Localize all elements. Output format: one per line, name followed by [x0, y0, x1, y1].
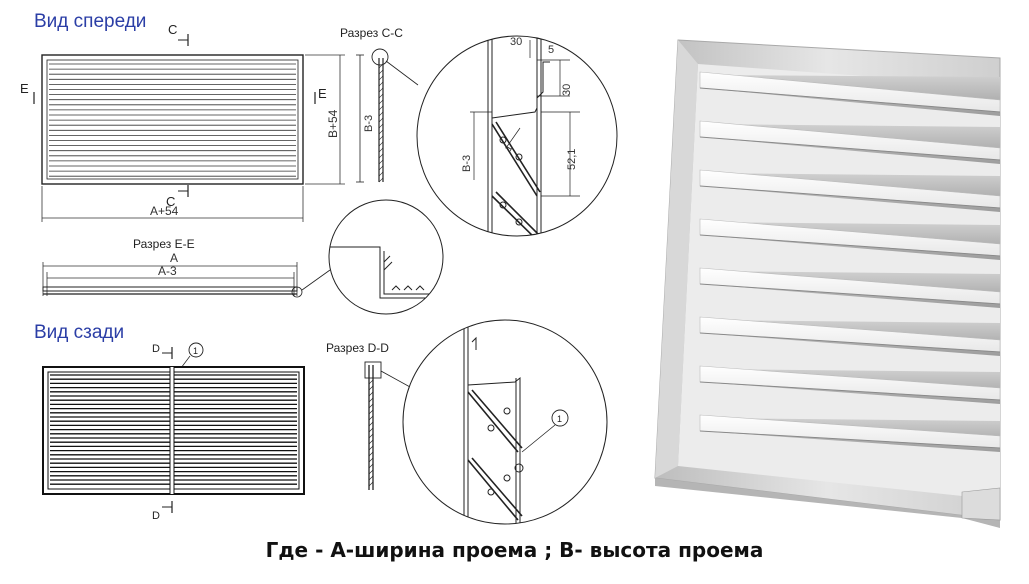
dd-hatch-line — [368, 409, 374, 415]
dd-hatch-line — [368, 391, 374, 397]
blade-edge — [699, 87, 1001, 113]
dim-cc-30-top: 30 — [510, 36, 522, 48]
dd-hatch-line — [368, 397, 374, 403]
cc-hatch-line — [378, 105, 384, 111]
dd-hatch-line — [368, 421, 374, 427]
section-cc-detail — [416, 35, 618, 237]
dd-hatch-line — [368, 433, 374, 439]
dim-cc-52-1: 52,1 — [566, 149, 578, 170]
louver-blade — [699, 169, 1001, 212]
cc-hatch-line — [378, 141, 384, 147]
section-c-marker-bottom: C — [166, 194, 175, 209]
cc-hatch-line — [378, 165, 384, 171]
blade-edge — [699, 381, 1001, 401]
dd-hatch-line — [368, 457, 374, 463]
callout-1-back-label: 1 — [193, 346, 198, 356]
louver-blade — [699, 120, 1001, 164]
cc-hatch-line — [378, 111, 384, 117]
section-ee-title: Разрез E-E — [133, 237, 195, 251]
section-ee-detail — [328, 199, 444, 315]
cc-hatch-line — [378, 177, 384, 183]
blade-edge — [699, 332, 1001, 353]
cc-hatch-line — [378, 117, 384, 123]
louver-blade — [699, 414, 1001, 452]
dd-hatch-line — [368, 475, 374, 481]
cc-hatch-line — [378, 69, 384, 75]
cc-hatch-line — [378, 81, 384, 87]
louver-blade — [699, 365, 1001, 404]
blade-edge — [699, 430, 1001, 449]
dim-cc-30-side: 30 — [561, 84, 573, 96]
section-d-marker-top: D — [152, 343, 160, 355]
blade-edge — [699, 185, 1001, 209]
callout-1-back-circle — [188, 342, 204, 358]
blade-edge — [699, 136, 1001, 161]
cc-hatch-line — [378, 171, 384, 177]
front-view-grille — [41, 54, 304, 185]
dim-a-label: A — [170, 251, 178, 265]
cc-hatch-line — [378, 75, 384, 81]
section-cc-title: Разрез C-C — [340, 26, 403, 40]
dd-hatch-line — [368, 451, 374, 457]
cc-hatch-line — [378, 99, 384, 105]
cc-detail-leader — [385, 60, 419, 86]
section-dd-profile — [364, 361, 382, 490]
section-dd-detail — [402, 319, 608, 525]
blade-edge — [699, 283, 1001, 305]
dd-hatch-line — [368, 439, 374, 445]
dim-cc-5: 5 — [548, 44, 554, 56]
louver-3d-render — [654, 39, 1001, 528]
cc-hatch-line — [378, 93, 384, 99]
dim-cc-b-minus-3: B-3 — [461, 155, 473, 172]
louver-blade — [699, 218, 1001, 260]
dim-a-plus-54 — [41, 186, 304, 222]
dd-hatch-line — [368, 481, 374, 487]
callout-1-dd-circle — [551, 409, 569, 427]
section-dd-title: Разрез D-D — [326, 341, 389, 355]
ee-detail-leader — [301, 269, 331, 291]
louver-blade — [699, 267, 1001, 308]
cc-hatch-line — [378, 87, 384, 93]
section-ee-profile — [42, 262, 303, 298]
section-cc-profile — [356, 48, 389, 183]
cc-hatch-line — [378, 153, 384, 159]
callout-1-dd-label: 1 — [557, 414, 562, 424]
blade-edge — [699, 234, 1001, 257]
dd-hatch-line — [368, 415, 374, 421]
section-c-marker-top: C — [168, 22, 177, 37]
dd-hatch-line — [368, 385, 374, 391]
dd-hatch-line — [368, 427, 374, 433]
cc-hatch-line — [378, 147, 384, 153]
louver-blade — [699, 316, 1001, 356]
dim-b-minus-3-label: B-3 — [363, 115, 375, 132]
louver-blade — [699, 71, 1001, 116]
section-e-marker-right: E — [318, 86, 327, 101]
section-d-marker-bottom: D — [152, 510, 160, 522]
dd-hatch-line — [368, 403, 374, 409]
caption: Где - А-ширина проема ; В- высота проема — [265, 538, 764, 562]
dd-hatch-line — [368, 379, 374, 385]
section-e-marker-left: E — [20, 81, 29, 96]
dim-a-minus-3-label: A-3 — [158, 264, 177, 278]
cc-hatch-line — [378, 135, 384, 141]
cc-hatch-line — [378, 159, 384, 165]
dim-cc-1: 1 — [503, 143, 516, 154]
back-view-grille — [42, 366, 305, 495]
cc-hatch-line — [378, 129, 384, 135]
dd-hatch-line — [368, 469, 374, 475]
back-view-title: Вид сзади — [34, 322, 124, 343]
front-view-title: Вид спереди — [34, 11, 146, 32]
dim-b-plus-54-label: B+54 — [326, 109, 340, 138]
cc-hatch-line — [378, 123, 384, 129]
dim-a-plus-54-label: A+54 — [150, 204, 179, 218]
dd-hatch-line — [368, 445, 374, 451]
dd-hatch-line — [368, 463, 374, 469]
dim-b-plus-54 — [305, 54, 345, 185]
